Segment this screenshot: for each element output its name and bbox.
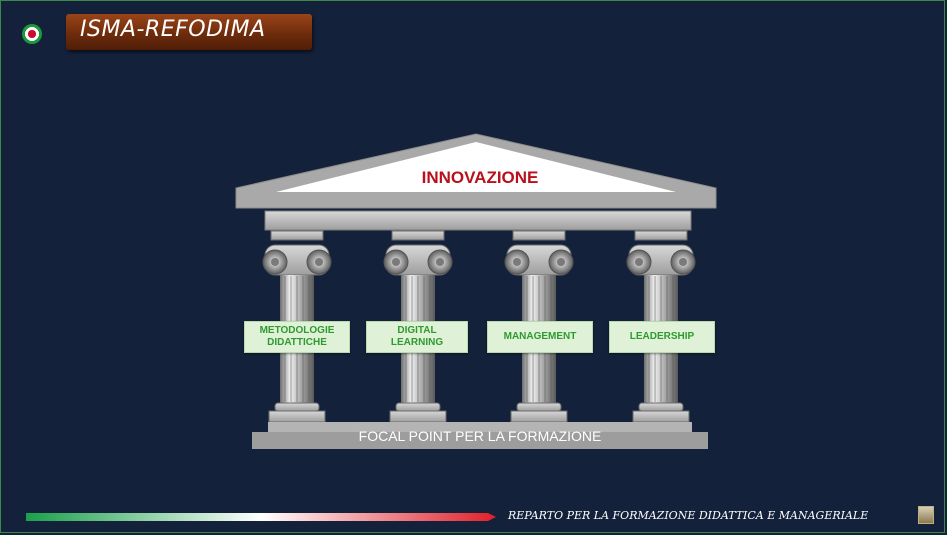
base-label: FOCAL POINT PER LA FORMAZIONE — [358, 428, 602, 444]
roof-label: INNOVAZIONE — [421, 168, 539, 187]
footer-tricolor-bar — [26, 513, 496, 521]
crest-icon — [918, 506, 934, 524]
pillar-label-management: MANAGEMENT — [487, 321, 593, 353]
pillar-label-leadership: LEADERSHIP — [609, 321, 715, 353]
base-step-upper — [268, 422, 692, 432]
pillar-label-digital-learning: DIGITAL LEARNING — [366, 321, 468, 353]
title-banner — [66, 14, 312, 50]
roundel-icon — [22, 24, 42, 44]
pillar-label-metodologie: METODOLOGIE DIDATTICHE — [244, 321, 350, 353]
architrave — [264, 210, 692, 231]
page-title: ISMA-REFODIMA — [80, 17, 266, 42]
pediment-face — [276, 142, 676, 192]
footer-text: REPARTO PER LA FORMAZIONE DIDATTICA E MA… — [508, 509, 869, 522]
base-step — [252, 432, 708, 449]
